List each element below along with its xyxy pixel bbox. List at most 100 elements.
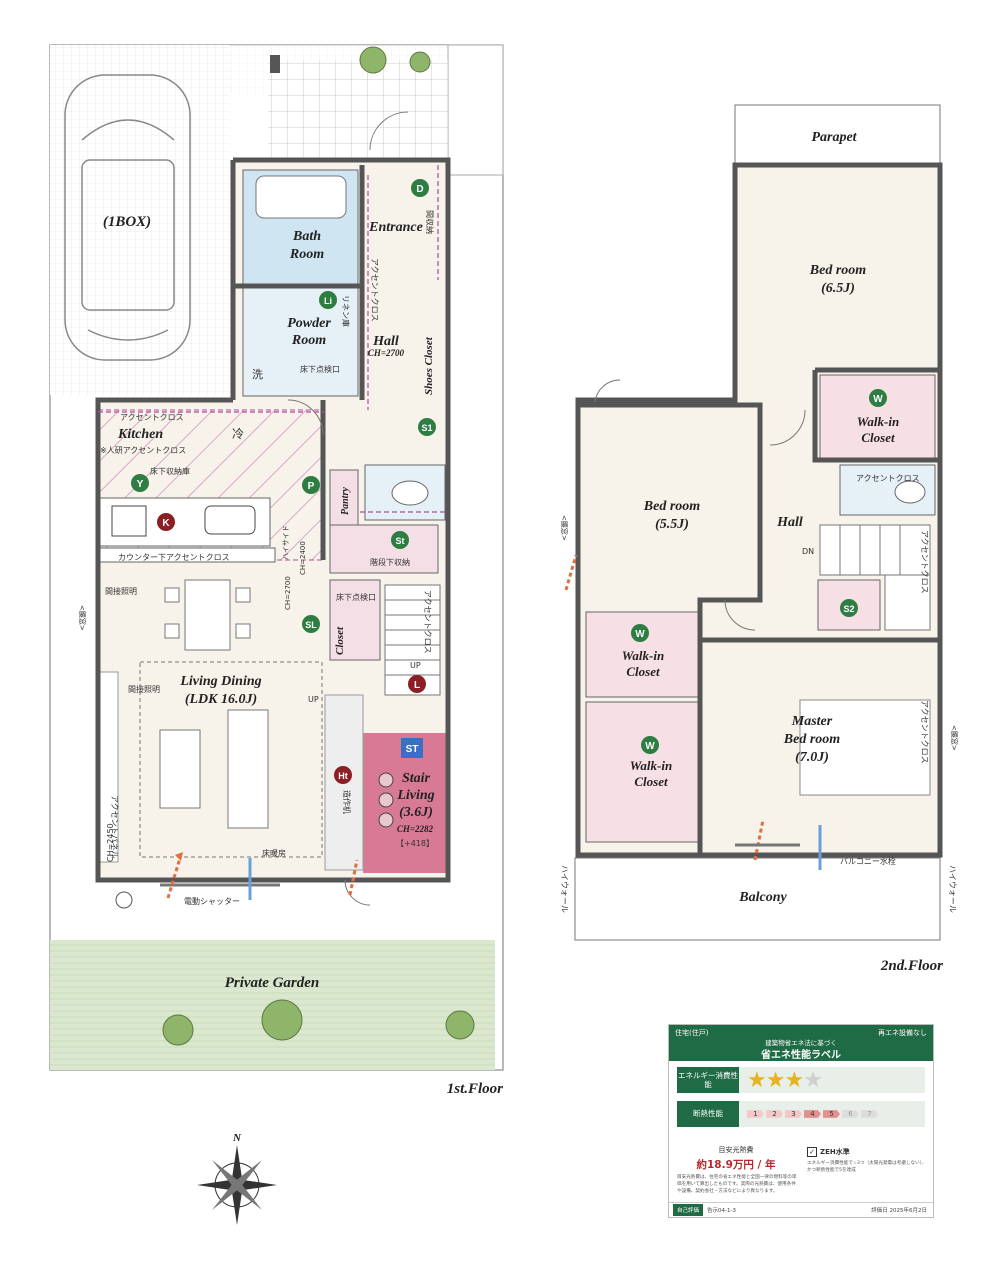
wic1-label-2: Closet <box>861 430 895 445</box>
svg-text:Ht: Ht <box>338 771 348 781</box>
label-top-left: 住宅(住戸) <box>675 1029 709 1037</box>
hall-label: Hall <box>372 334 399 349</box>
parking-area <box>50 45 230 395</box>
ch2700b-note: CH=2700 <box>284 576 292 610</box>
second-floor-caption: 2nd.Floor <box>880 958 943 974</box>
pantry-label: Pantry <box>340 487 351 515</box>
compass-icon: N <box>197 1132 277 1225</box>
stairs-2f <box>819 524 931 631</box>
walls-2f <box>575 162 943 858</box>
insulation-level: 4 <box>804 1110 821 1118</box>
kitchen-label: Kitchen <box>117 427 163 442</box>
star-icon: ★ <box>784 1067 804 1093</box>
accent-v-2f: アクセントクロス <box>920 530 929 594</box>
svg-text:Y: Y <box>137 479 144 490</box>
powder-room <box>242 287 359 397</box>
cost-value: 約18.9万円 / 年 <box>696 1159 776 1171</box>
ch2450-note: CH=2450 <box>106 823 115 862</box>
first-floor: (1BOX) Private Garden <box>49 44 504 1097</box>
tap-icon <box>115 891 133 909</box>
zeh-block: ✓ZEH水準 <box>807 1147 850 1157</box>
svg-text:S2: S2 <box>843 604 854 614</box>
svg-text:SL: SL <box>305 620 317 630</box>
badge-d: D <box>411 179 429 197</box>
master-label-3: (7.0J) <box>795 750 829 765</box>
indirect-note-2: 間接照明 <box>128 684 160 694</box>
up-note-2: UP <box>410 661 421 670</box>
bath-label-1: Bath <box>292 229 321 244</box>
label-header: 住宅(住戸) 再エネ設備なし 建築物省エネ法に基づく 省エネ性能ラベル <box>669 1025 933 1061</box>
badge-s2: S2 <box>840 599 858 617</box>
car-outline <box>64 74 191 361</box>
counter-note: カウンター下アクセントクロス <box>118 553 230 562</box>
tree-icon <box>162 46 475 1046</box>
high-window-note: ハイサイド <box>282 525 290 560</box>
balcony-label: Balcony <box>738 890 787 905</box>
badge-k: K <box>157 513 175 531</box>
svg-text:D: D <box>416 184 423 195</box>
kitchen-cross-note: ※人研アクセントクロス <box>100 446 186 455</box>
stair-living-note: 【+418】 <box>396 839 434 848</box>
bed2-label-2: (5.5J) <box>655 517 689 532</box>
walls-1f <box>95 157 451 883</box>
insulation-level: 7 <box>861 1110 878 1118</box>
insulation-level: 2 <box>766 1110 783 1118</box>
sink <box>204 505 256 535</box>
badge-ht: Ht <box>334 766 352 784</box>
compass-north: N <box>232 1132 242 1144</box>
shutter-note: 電動シャッター <box>184 897 240 906</box>
up-note-1: UP <box>308 695 319 704</box>
zeh-note: エネルギー消費性能で☆3つ（太陽光発電は考慮しない）、かつ断熱性能で5を達成 <box>807 1161 927 1173</box>
doors-2f <box>594 379 806 631</box>
check-icon: ✓ <box>807 1147 817 1157</box>
storage-note: 間収納 <box>425 210 435 234</box>
stair-living-label-1: Stair <box>402 771 431 786</box>
living-label-1: Living Dining <box>179 674 261 689</box>
badge-st: St <box>391 531 409 549</box>
dining-table <box>184 579 231 651</box>
label-top-right: 再エネ設備なし <box>878 1029 927 1037</box>
doors-1f <box>287 111 409 906</box>
svg-text:W: W <box>635 629 645 640</box>
svg-text:W: W <box>645 741 655 752</box>
svg-text:St: St <box>396 536 405 546</box>
svg-text:S1: S1 <box>421 423 432 433</box>
svg-text:L: L <box>414 680 420 691</box>
accent-cross-2f: アクセントクロス <box>856 474 920 483</box>
bed1-label-2: (6.5J) <box>821 281 855 296</box>
indirect-note: 間接照明 <box>105 586 137 596</box>
master-label-2: Bed room <box>783 732 841 747</box>
badge-w3: W <box>641 736 659 754</box>
accent-v-note: アクセントクロス <box>370 258 379 322</box>
mailbox <box>270 55 280 73</box>
cost-title: 目安光熱費 <box>718 1146 754 1154</box>
wic3-label-1: Walk-in <box>630 758 672 773</box>
svg-text:W: W <box>873 394 883 405</box>
badge-li: Li <box>319 291 337 309</box>
second-floor: Parapet Bed room (6.5J) Bed room (5.5J) … <box>560 104 959 974</box>
powder-label-2: Room <box>291 333 326 348</box>
closet-1f <box>329 579 381 661</box>
badge-l: L <box>408 675 426 693</box>
label-title: 省エネ性能ラベル <box>761 1050 841 1061</box>
floor-heating-zone <box>139 661 323 858</box>
insulation-level: 1 <box>747 1110 764 1118</box>
star-icon: ★ <box>747 1067 767 1093</box>
closet-label: Closet <box>334 626 346 655</box>
linen-note: リネン庫 <box>341 295 351 327</box>
insulation-level: 5 <box>823 1110 840 1118</box>
zeh-label: ZEH水準 <box>820 1148 850 1156</box>
car-label: (1BOX) <box>103 214 151 230</box>
badge-y: Y <box>131 474 149 492</box>
wic1-label-1: Walk-in <box>857 414 899 429</box>
under-floor-note: 床下収納庫 <box>150 466 190 476</box>
svg-text:K: K <box>162 518 170 529</box>
energy-key: エネルギー消費性能 <box>677 1067 739 1093</box>
wic3-label-2: Closet <box>634 774 668 789</box>
living-label-2: (LDK 16.0J) <box>185 692 257 707</box>
desk-note: 造作机 <box>342 790 352 814</box>
window-left-note: <腰窓> <box>78 605 87 631</box>
insulation-key: 断熱性能 <box>677 1101 739 1127</box>
